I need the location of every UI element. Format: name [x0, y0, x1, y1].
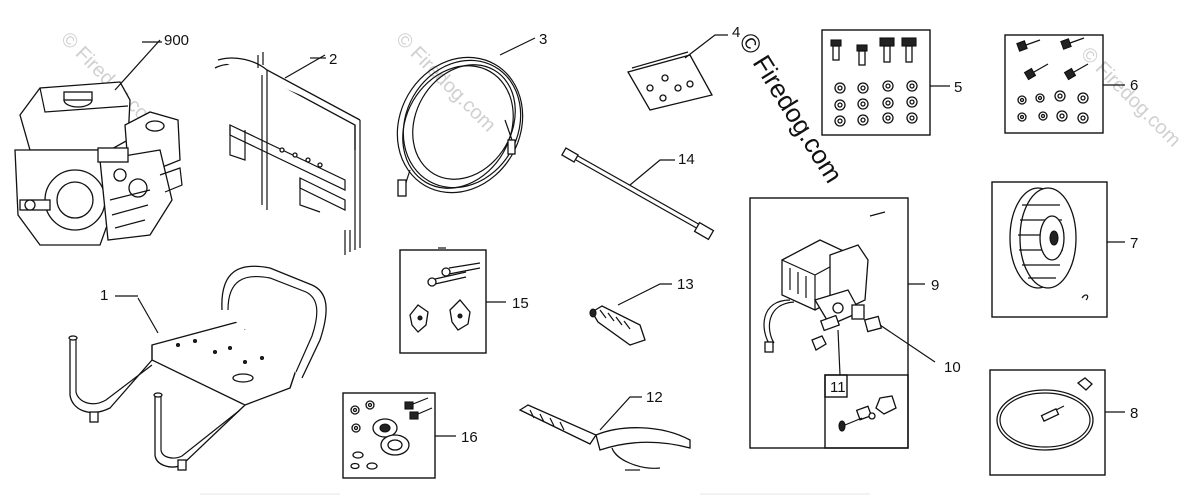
belt-kit-part — [989, 369, 1125, 476]
hardware-bag-part — [627, 34, 728, 111]
callout-13: 13 — [677, 276, 694, 293]
mounts-nuts-kit-part — [821, 29, 950, 136]
bolts-washers-kit-part — [1004, 34, 1125, 134]
engine-part — [14, 39, 183, 246]
callout-11: 11 — [830, 379, 846, 396]
callout-5: 5 — [954, 79, 962, 96]
callout-16: 16 — [461, 429, 478, 446]
spray-gun-part — [518, 396, 691, 471]
callout-1: 1 — [100, 287, 108, 304]
unloader-kit-part — [824, 374, 909, 449]
brand-watermark: © Firedog.com — [733, 27, 849, 188]
callout-7: 7 — [1130, 235, 1138, 252]
base-frame-part — [68, 265, 327, 471]
callout-3: 3 — [539, 31, 547, 48]
svg-text:© Firedog.com: © Firedog.com — [733, 27, 849, 188]
callout-12: 12 — [646, 389, 663, 406]
callout-10: 10 — [944, 359, 961, 376]
hose-part — [396, 37, 536, 197]
faint-watermark-center: © Firedog.com — [391, 28, 500, 137]
callout-2: 2 — [329, 51, 337, 68]
callout-900: 900 — [164, 32, 189, 49]
callout-4: 4 — [732, 24, 740, 41]
svg-text:© Firedog.com: © Firedog.com — [391, 28, 500, 137]
callout-6: 6 — [1130, 77, 1138, 94]
svg-text:© Firedog.com: © Firedog.com — [1076, 43, 1180, 152]
spray-wand-part — [561, 147, 715, 241]
callout-9: 9 — [931, 277, 939, 294]
faint-watermark-right: © Firedog.com — [1076, 43, 1180, 152]
callout-8: 8 — [1130, 405, 1138, 422]
callout-14: 14 — [678, 151, 695, 168]
handle-knob-kit-part — [399, 247, 506, 354]
wheel-kit-part — [991, 181, 1125, 318]
turbo-nozzle-part — [589, 283, 672, 346]
pump-assembly-part — [749, 197, 936, 449]
callout-15: 15 — [512, 295, 529, 312]
bearings-kit-part — [342, 392, 456, 479]
handle-frame-part — [214, 52, 361, 255]
